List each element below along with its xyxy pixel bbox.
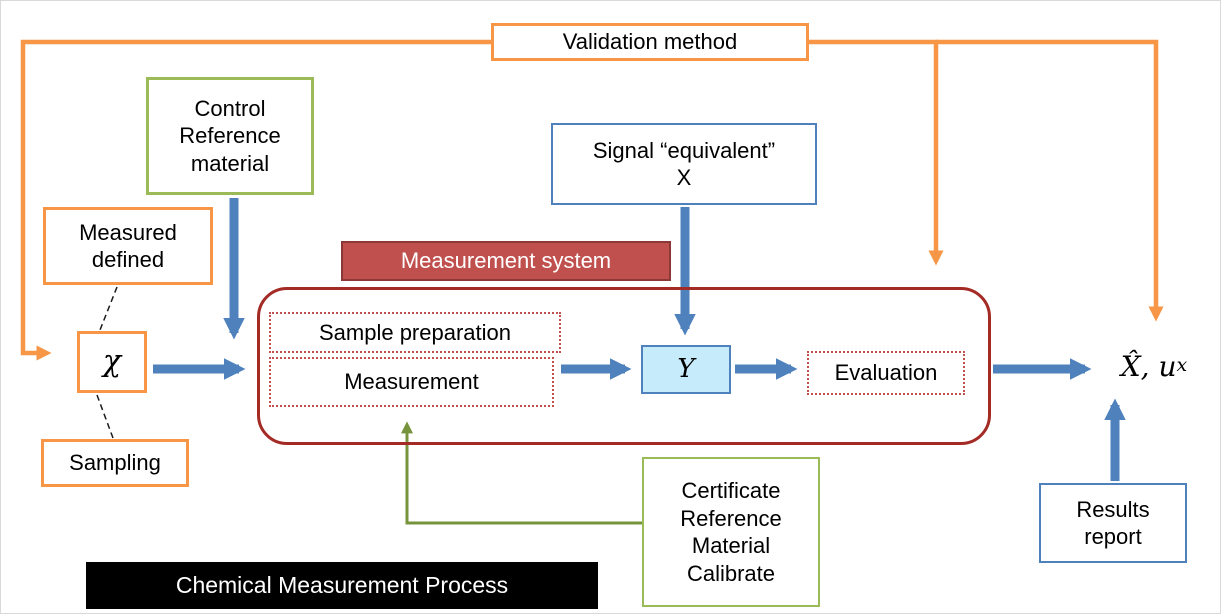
measurement-label: Measurement <box>344 369 479 395</box>
certificate-line-2: Reference <box>680 505 782 531</box>
measurement-system-region <box>257 287 991 445</box>
measured-line-2: defined <box>91 247 165 272</box>
chi-to-sampling-dashed-line <box>96 394 114 439</box>
certificate-line-3: Material <box>691 533 771 558</box>
signal-line-2: X <box>676 165 692 190</box>
chi-quantity-box: χ <box>77 331 147 393</box>
measured-to-chi-dashed-line <box>99 286 118 331</box>
measurement-box: Measurement <box>269 357 554 407</box>
evaluation-label: Evaluation <box>834 360 938 386</box>
certificate-reference-box: Certificate Reference Material Calibrate <box>642 457 820 607</box>
results-report-line-1: Results <box>1076 496 1150 522</box>
results-report-line-2: report <box>1084 524 1142 549</box>
measured-defined-box: Measured defined <box>43 207 213 285</box>
validation-to-result-arrow <box>936 39 1164 322</box>
y-signal-box: Y <box>641 345 731 394</box>
certificate-line-1: Certificate <box>681 478 781 503</box>
result-formula-main: X̂, u <box>1120 349 1177 383</box>
signal-line-1: Signal “equivalent” <box>592 137 776 163</box>
validation-method-box: Validation method <box>491 23 809 61</box>
chi-symbol: χ <box>102 344 122 380</box>
control-line-1: Control <box>194 95 266 121</box>
sample-preparation-label: Sample preparation <box>318 319 511 345</box>
sample-preparation-box: Sample preparation <box>269 312 561 353</box>
y-symbol: Y <box>677 354 695 385</box>
certificate-line-4: Calibrate <box>686 560 776 586</box>
diagram-title-banner: Chemical Measurement Process <box>86 562 598 609</box>
diagram-title-label: Chemical Measurement Process <box>175 572 509 598</box>
results-report-box: Results report <box>1039 483 1187 563</box>
control-reference-material-box: Control Reference material <box>146 77 314 195</box>
control-line-3: material <box>190 150 270 176</box>
measurement-system-title: Measurement system <box>341 241 671 281</box>
result-formula-sub: x <box>1176 354 1188 377</box>
validation-to-system-arrow <box>809 39 944 266</box>
evaluation-box: Evaluation <box>807 351 965 395</box>
validation-method-label: Validation method <box>562 29 738 55</box>
signal-equivalent-box: Signal “equivalent” X <box>551 123 817 205</box>
measured-line-1: Measured <box>79 219 177 245</box>
sampling-label: Sampling <box>69 450 161 476</box>
control-line-2: Reference <box>179 123 281 149</box>
sampling-box: Sampling <box>41 439 189 487</box>
